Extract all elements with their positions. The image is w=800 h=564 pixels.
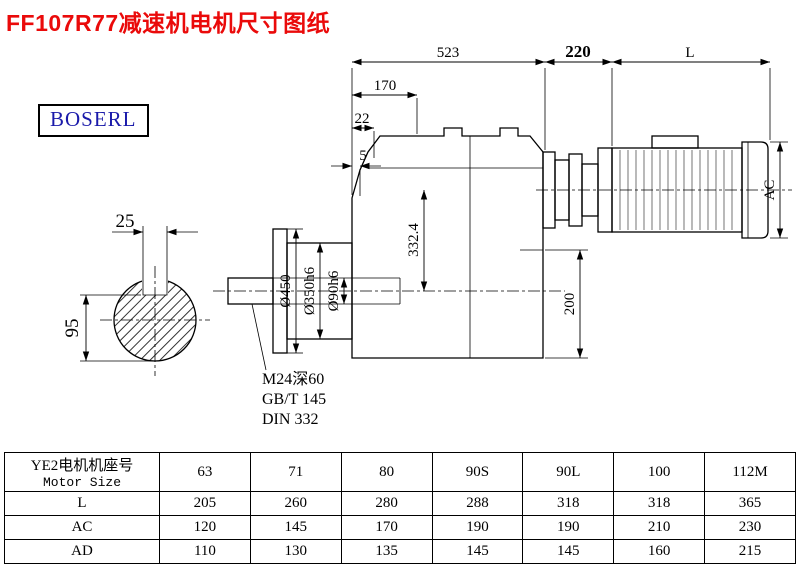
- dim-key-height: 95: [62, 294, 153, 362]
- table-row-label: AC: [4, 515, 160, 540]
- dim-label-95: 95: [62, 319, 83, 338]
- dim-label-170: 170: [374, 78, 397, 94]
- table-cell: 318: [613, 491, 706, 516]
- table-cell: 365: [704, 491, 796, 516]
- table-header-col: 80: [340, 452, 433, 492]
- dim-label-shaft-dia: Ø90h6: [326, 270, 342, 311]
- dimensions: 523 220 L 170 22 5 Ø450 Ø350h6 Ø90h6 332…: [278, 42, 788, 359]
- table-cell: 110: [159, 539, 251, 564]
- brand-logo: BOSERL: [38, 104, 149, 137]
- page-title: FF107R77减速机电机尺寸图纸: [6, 10, 331, 36]
- dim-label-5: 5: [359, 148, 367, 164]
- table-row-label: AD: [4, 539, 160, 564]
- fan-cover: [741, 141, 769, 239]
- dim-label-22: 22: [355, 111, 370, 127]
- callout-standard-gbt: GB/T 145: [262, 391, 326, 408]
- table-cell: 160: [613, 539, 706, 564]
- table-cell: 190: [431, 515, 524, 540]
- table-header-col: 63: [159, 452, 251, 492]
- table-cell: 135: [340, 539, 433, 564]
- table-cell: 280: [340, 491, 433, 516]
- motor-assembly: [542, 135, 769, 239]
- dim-label-200: 200: [562, 293, 578, 316]
- dim-label-AC: AC: [762, 180, 778, 201]
- gearbox-housing: [351, 127, 544, 359]
- table-cell: 145: [431, 539, 524, 564]
- brand-logo-text: BOSERL: [50, 107, 137, 131]
- table-header-col: 100: [613, 452, 706, 492]
- table-cell: 190: [522, 515, 615, 540]
- dim-label-523: 523: [437, 45, 460, 61]
- callout-standard-din: DIN 332: [262, 411, 318, 428]
- table-cell: 120: [159, 515, 251, 540]
- table-cell: 130: [249, 539, 342, 564]
- table-cell: 230: [704, 515, 796, 540]
- table-header-col: 71: [249, 452, 342, 492]
- table-cell: 170: [340, 515, 433, 540]
- dim-key-width: 25: [112, 211, 198, 236]
- table-cell: 210: [613, 515, 706, 540]
- dim-label-spigot-dia: Ø350h6: [302, 266, 318, 315]
- dim-label-220: 220: [565, 42, 591, 61]
- table-cell: 205: [159, 491, 251, 516]
- table-cell: 145: [522, 539, 615, 564]
- table-cell: 215: [704, 539, 796, 564]
- dim-label-25: 25: [116, 211, 135, 232]
- table-row-label: L: [4, 491, 160, 516]
- table-cell: 318: [522, 491, 615, 516]
- table-cell: 288: [431, 491, 524, 516]
- terminal-box: [651, 135, 699, 149]
- motor-fins: [619, 150, 733, 230]
- table-header-col: 90S: [431, 452, 524, 492]
- keyway-mask: [142, 277, 168, 295]
- table-header-col: 112M: [704, 452, 796, 492]
- shaft-section-view: 25 95: [62, 211, 210, 376]
- table-cell: 145: [249, 515, 342, 540]
- technical-drawing: 25 95: [62, 42, 792, 428]
- dim-label-332: 332.4: [406, 223, 422, 257]
- dim-label-L: L: [685, 45, 694, 61]
- shaft-end-callout: M24深60 GB/T 145 DIN 332: [251, 303, 326, 428]
- gearbox-side-view: [213, 127, 792, 359]
- callout-tap: M24深60: [262, 370, 324, 388]
- table-cell: 260: [249, 491, 342, 516]
- dim-label-flange-dia: Ø450: [278, 274, 294, 307]
- table-header-col: 90L: [522, 452, 615, 492]
